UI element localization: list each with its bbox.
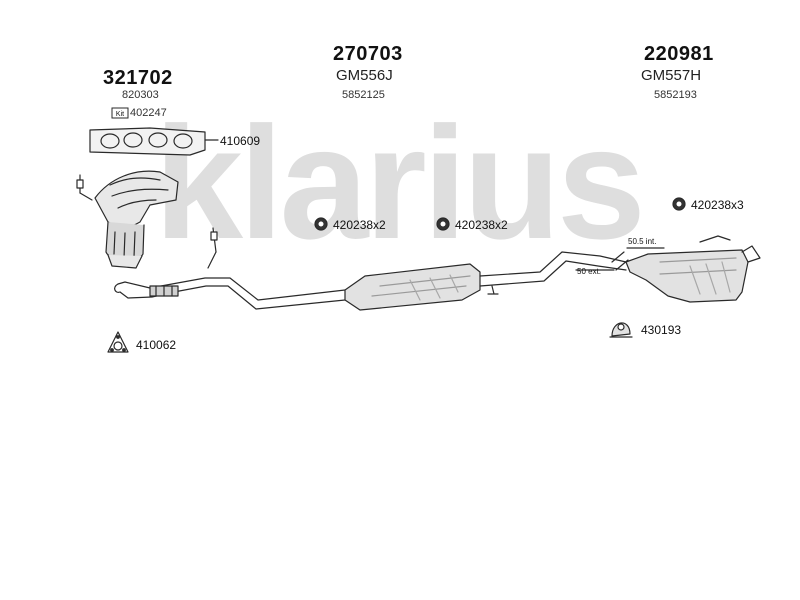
manifold-kit-code: 402247 [130,107,167,119]
middle-oe-code: GM556J [336,67,393,84]
callout-flange-gasket: 410062 [136,338,177,352]
dimension-marks [575,247,665,271]
exhaust-manifold [94,170,179,269]
front-pipe [114,277,346,310]
callout-gasket: 410609 [220,134,261,148]
lambda-sensor-left [76,174,93,201]
manifold-ref: 820303 [122,89,159,101]
middle-ref: 5852125 [342,89,385,101]
clamp-icon-3 [672,197,686,211]
rear-part-number: 220981 [644,43,714,65]
svg-text:Kit: Kit [116,111,124,118]
clamp-icon-2 [436,217,450,231]
rear-silencer [625,235,761,303]
rear-ref: 5852193 [654,89,697,101]
middle-part-number: 270703 [333,43,403,65]
clamp-icon-1 [314,217,328,231]
callout-clamp-mid-2: 420238x2 [455,218,508,232]
callout-clamp-rear: 420238x3 [691,198,744,212]
manifold-part-number: 321702 [103,67,173,89]
callout-clamp-mid-1: 420238x2 [333,218,386,232]
watermark-logo: klarius [154,93,642,272]
dim-ext: 50 ext. [577,267,602,276]
dim-int: 50.5 int. [628,237,657,246]
kit-badge: Kit [111,107,129,119]
rubber-mount-icon [609,322,633,338]
lambda-sensor-center [207,227,218,269]
middle-silencer [344,251,627,311]
manifold-gasket [89,127,206,156]
rear-oe-code: GM557H [641,67,702,84]
callout-rubber-mount: 430193 [641,323,682,337]
flange-gasket-icon [107,331,129,353]
